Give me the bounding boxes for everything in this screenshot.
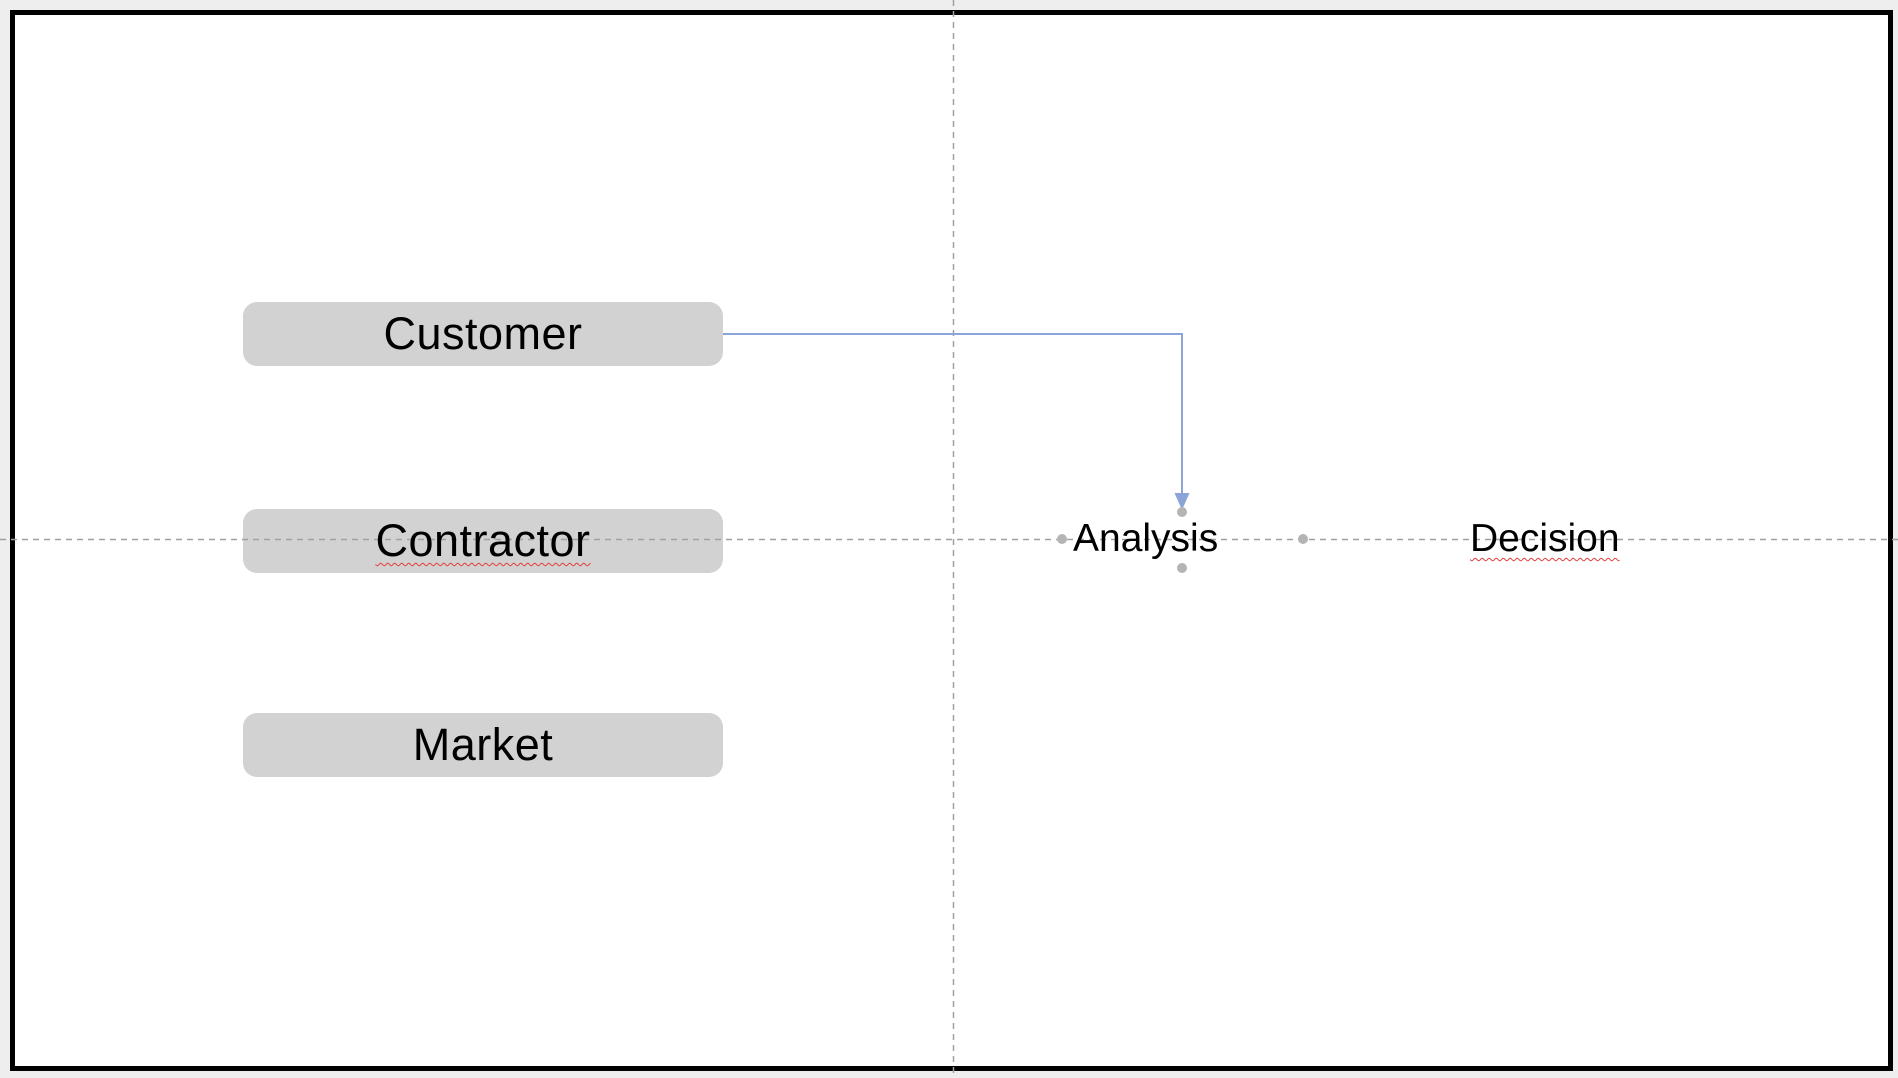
shape-customer-label: Customer	[243, 302, 723, 366]
text-decision[interactable]: Decision	[1470, 519, 1620, 559]
shape-contractor-label: Contractor	[243, 509, 723, 573]
connection-point-right[interactable]	[1298, 534, 1308, 544]
shape-contractor[interactable]	[243, 509, 723, 573]
shape-market[interactable]	[243, 713, 723, 777]
shape-market-label: Market	[243, 713, 723, 777]
connection-point-bottom[interactable]	[1177, 563, 1187, 573]
shape-label-text: Market	[412, 719, 554, 770]
text-analysis[interactable]: Analysis	[1073, 519, 1218, 559]
text-analysis-label: Analysis	[1073, 517, 1219, 560]
connector-arrowhead-icon	[1174, 493, 1190, 510]
connection-point-left[interactable]	[1057, 534, 1067, 544]
shape-customer[interactable]	[243, 302, 723, 366]
shape-label-text: Customer	[383, 308, 583, 359]
shape-label-text: Contractor	[375, 515, 591, 566]
connection-point-top[interactable]	[1177, 507, 1187, 517]
connector-customer-analysis[interactable]	[723, 333, 1183, 494]
text-decision-label: Decision	[1470, 517, 1620, 560]
